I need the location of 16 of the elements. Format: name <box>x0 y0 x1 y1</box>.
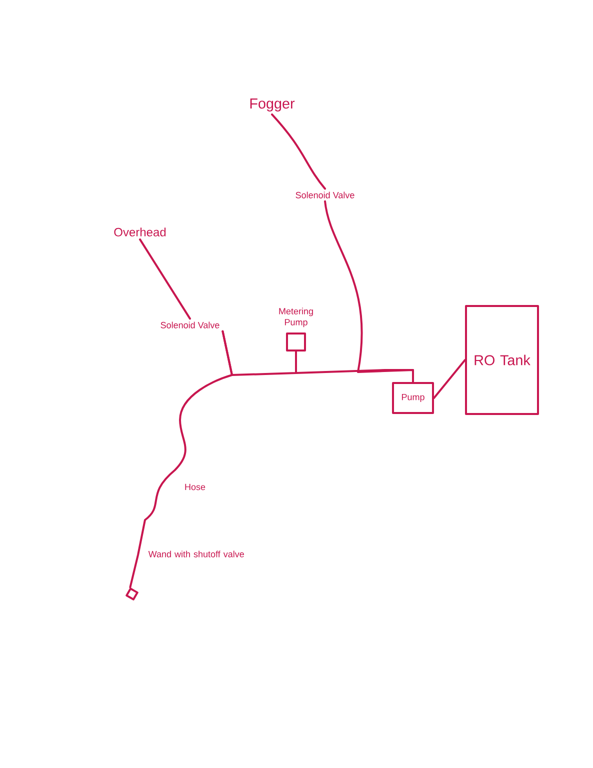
component-label: Solenoid Valve <box>160 322 220 328</box>
component-label: Overhead <box>114 228 166 236</box>
pipe-line <box>324 200 414 383</box>
pipe-line <box>139 238 191 320</box>
node-label: Metering Pump <box>279 308 313 328</box>
component-label: Fogger <box>250 98 295 112</box>
tank-box: RO Tank <box>465 305 539 415</box>
metering-pump-box: Metering Pump <box>279 308 313 352</box>
edge-label: Hose <box>184 482 206 492</box>
pump-box: Pump <box>392 382 434 414</box>
pipe-line <box>129 330 233 588</box>
component-label: Solenoid Valve <box>296 192 354 198</box>
pipe-line <box>433 359 466 399</box>
pipe-line <box>271 113 326 190</box>
nozzle-drawing <box>126 588 138 600</box>
component-label: Wand with shutoff valve <box>148 550 244 558</box>
